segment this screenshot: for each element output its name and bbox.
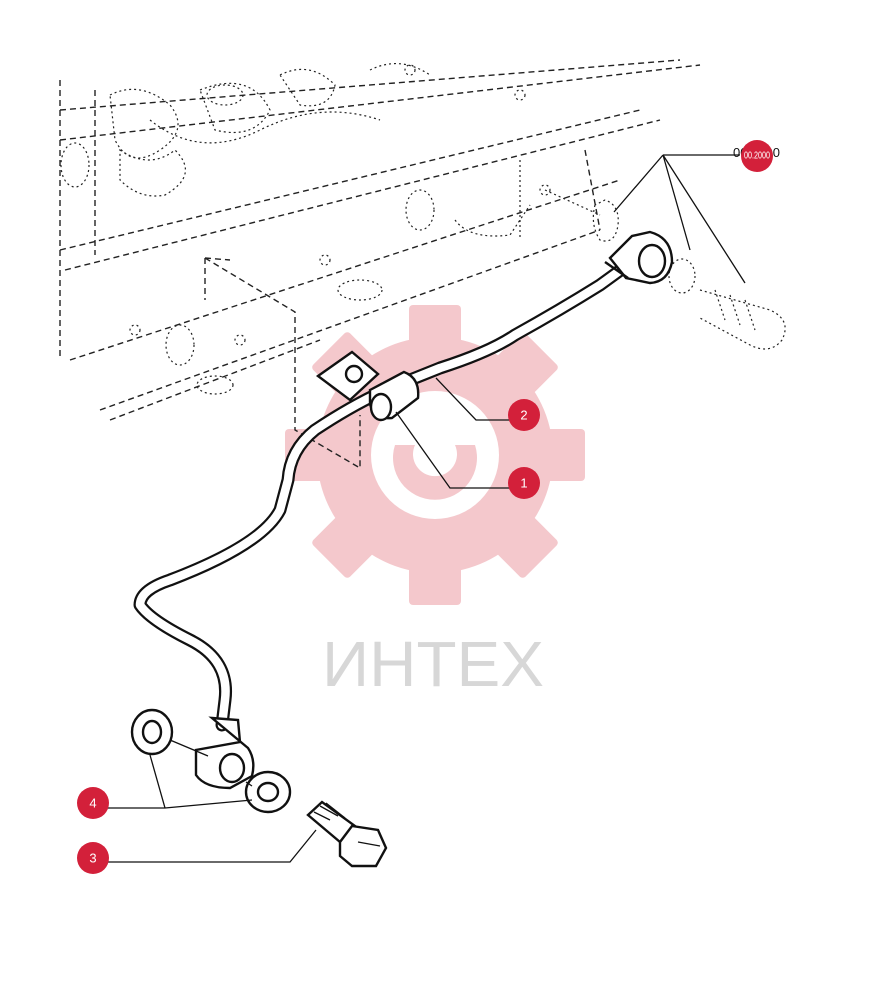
- banjo-bolt: [306, 800, 388, 868]
- upper-banjo-fitting: [604, 230, 674, 285]
- callout-badge-1[interactable]: 1: [508, 467, 540, 499]
- sealing-washer-lower: [244, 770, 292, 814]
- callout-badge-3[interactable]: 3: [77, 842, 109, 874]
- callout-label-2: 2: [520, 408, 527, 423]
- washer-axis-line: [169, 739, 253, 787]
- upper-banjo-bolt-outline: [668, 258, 786, 350]
- fuel-pipe: [133, 249, 647, 732]
- reference-badge[interactable]: 00.2000: [741, 140, 773, 172]
- callout-badge-4[interactable]: 4: [77, 787, 109, 819]
- watermark-text: ИНТЕХ: [322, 628, 544, 700]
- callout-label-4: 4: [89, 796, 96, 811]
- reference-badge-text: 00.2000: [744, 151, 770, 162]
- leader-line-3: [95, 829, 317, 863]
- leader-line-2: [435, 377, 510, 421]
- callout-label-3: 3: [89, 851, 96, 866]
- bracket-outline: [204, 257, 361, 470]
- callout-label-1: 1: [520, 476, 527, 491]
- engine-block-outline: [59, 59, 701, 421]
- leader-line-reference: [613, 154, 746, 284]
- leader-line-1: [395, 411, 510, 489]
- pipe-clamp: [315, 350, 420, 422]
- leader-line-4: [95, 754, 253, 809]
- lower-banjo-fitting: [194, 716, 255, 790]
- callout-badge-2[interactable]: 2: [508, 399, 540, 431]
- sealing-washer-upper: [130, 708, 174, 756]
